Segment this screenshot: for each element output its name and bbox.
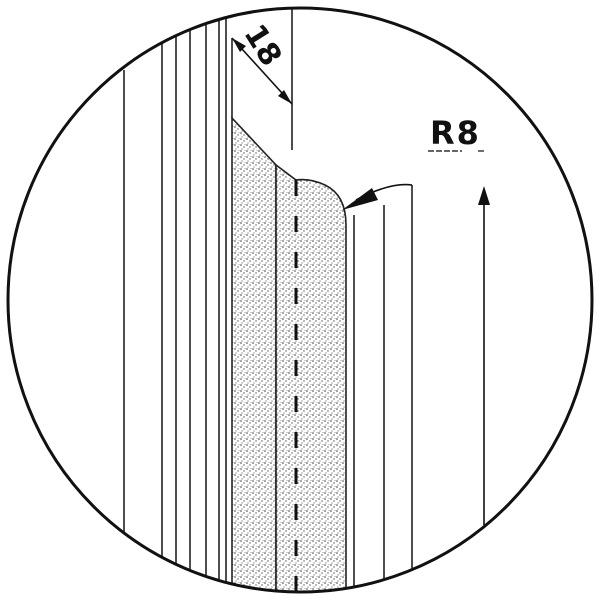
right-profile-lines — [353, 185, 413, 592]
hatched-section-right — [275, 163, 347, 592]
vertical-dimension-arrow — [478, 186, 490, 205]
thickness-arrow-top — [232, 38, 246, 52]
radius-dimension-label: R8 — [430, 114, 481, 152]
detail-circle-border — [6, 6, 594, 594]
hatched-section — [231, 115, 277, 592]
radius-arrowhead — [342, 188, 378, 210]
thickness-arrow-bottom — [278, 90, 292, 104]
thickness-dimension-label: 18 — [237, 18, 289, 72]
profile-lines — [123, 8, 227, 592]
detail-content — [123, 8, 490, 592]
